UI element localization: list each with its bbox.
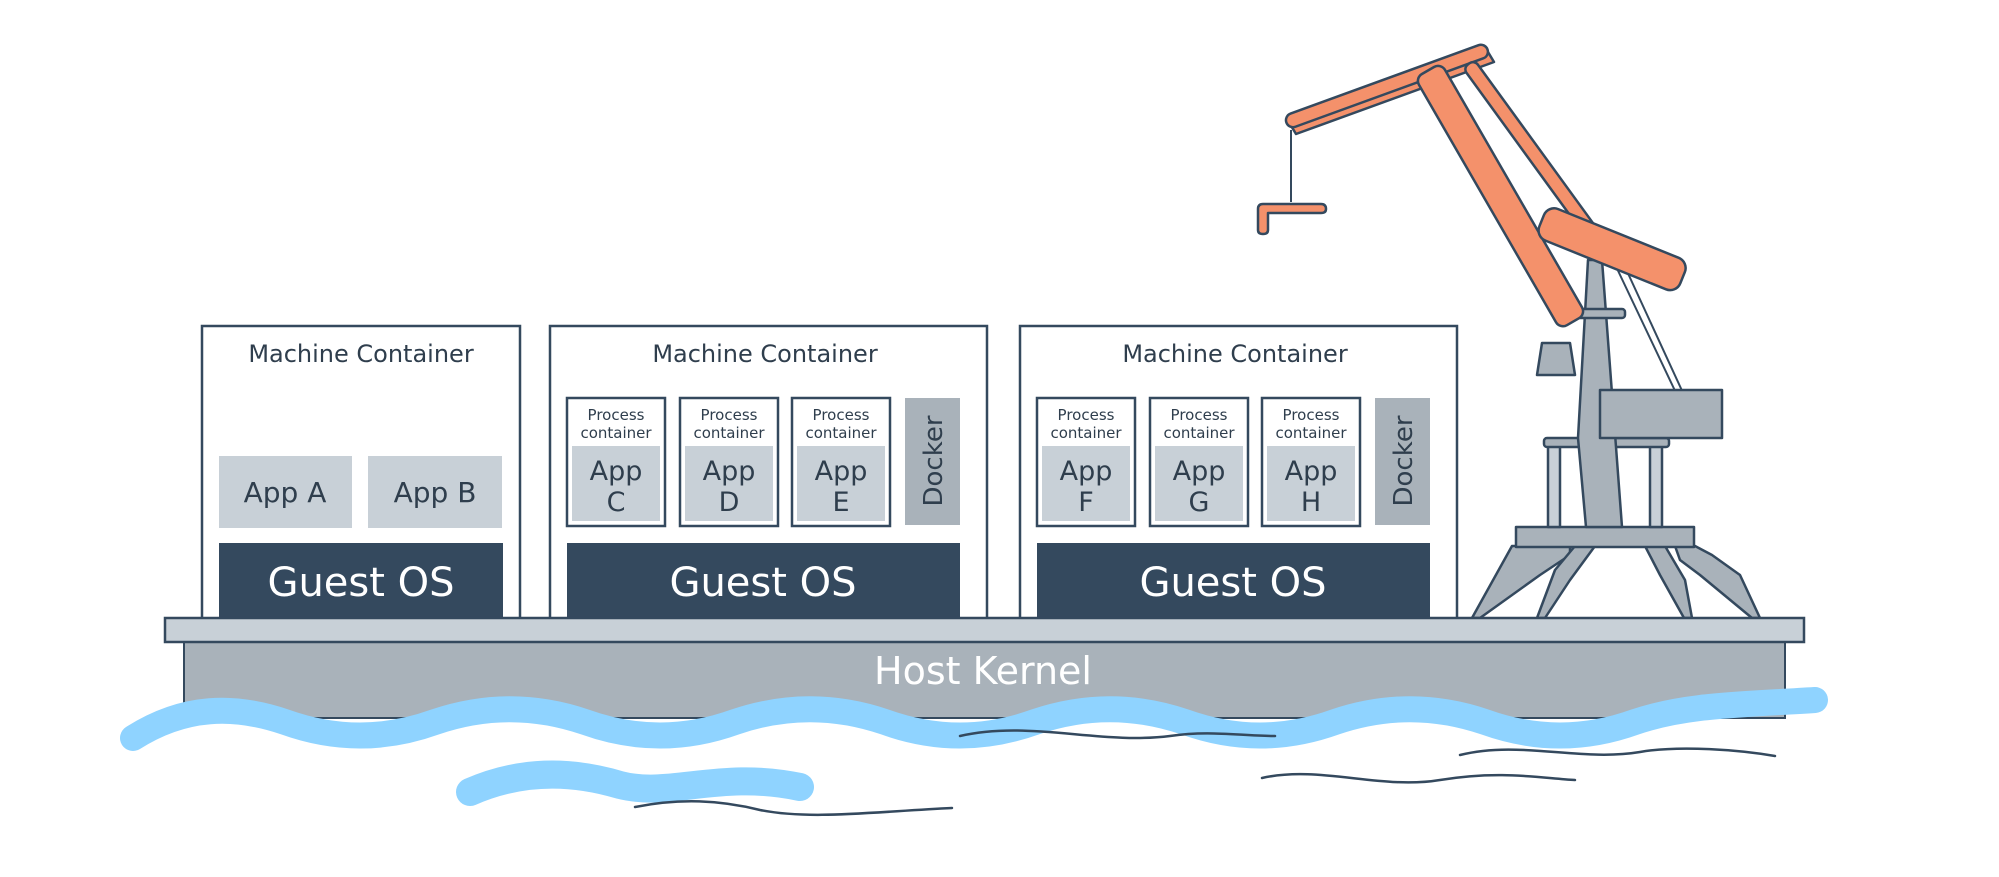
app-box [572, 446, 660, 521]
app-label: App [1285, 456, 1338, 487]
svg-text:container: container [1163, 424, 1235, 442]
ripple-line [1458, 747, 1777, 758]
machine-container-title: Machine Container [652, 340, 878, 368]
machine-container-3: Machine Container Process container App … [1018, 324, 1459, 622]
process-container: Process container App G [1148, 396, 1250, 528]
ripple-line [1260, 772, 1577, 784]
app-label: C [607, 487, 626, 518]
svg-text:Process: Process [1171, 406, 1228, 424]
app-box [1267, 446, 1355, 521]
guest-os-block [567, 543, 960, 620]
app-label: G [1189, 487, 1210, 518]
app-label: D [719, 487, 740, 518]
ripple-line [958, 729, 1277, 740]
water [120, 687, 1828, 817]
crane-tie-rod [1611, 257, 1678, 396]
app-box [797, 446, 885, 521]
docker-label: Docker [919, 415, 949, 506]
barge-deck [163, 616, 1806, 644]
crane-column-right [1648, 443, 1664, 529]
svg-text:Process: Process [813, 406, 870, 424]
svg-text:container: container [580, 424, 652, 442]
process-container: Process container App D [678, 396, 780, 528]
guest-os-label: Guest OS [1139, 560, 1326, 606]
app-label: App [815, 456, 868, 487]
process-container: Process container App H [1260, 396, 1362, 528]
app-label: App [703, 456, 756, 487]
process-container: Process container App E [790, 396, 892, 528]
app-label: App B [394, 476, 477, 509]
app-box [1042, 446, 1130, 521]
svg-text:container: container [1050, 424, 1122, 442]
docker-label: Docker [1389, 415, 1419, 506]
svg-text:Process: Process [588, 406, 645, 424]
app-label: F [1078, 487, 1094, 518]
crane-counterweight [1537, 207, 1687, 292]
host-kernel-label: Host Kernel [874, 649, 1092, 693]
guest-os-label: Guest OS [267, 560, 454, 606]
app-label: App [1173, 456, 1226, 487]
svg-text:container: container [1275, 424, 1347, 442]
guest-os-block [1037, 543, 1430, 620]
app-box [1155, 446, 1243, 521]
machine-container-title: Machine Container [248, 340, 474, 368]
machine-container-2: Machine Container Process container App … [548, 324, 989, 622]
docker-bar [905, 398, 960, 525]
svg-text:Process: Process [1283, 406, 1340, 424]
crane-hook [1256, 202, 1328, 236]
app-box [685, 446, 773, 521]
svg-text:Process: Process [701, 406, 758, 424]
docker-bar [1375, 398, 1430, 525]
ripple-line [633, 800, 954, 817]
guest-os-label: Guest OS [669, 560, 856, 606]
machine-container-1: Machine Container App A App B Guest OS [200, 324, 522, 622]
crane [1256, 43, 1762, 620]
guest-os-block [219, 543, 503, 620]
svg-text:container: container [693, 424, 765, 442]
app-label: H [1301, 487, 1321, 518]
process-container: Process container App C [565, 396, 667, 528]
water-wave-small [456, 760, 814, 806]
app-label: App [1060, 456, 1113, 487]
crane-fin [1535, 341, 1577, 377]
crane-boom [1416, 64, 1585, 328]
host-barge: Host Kernel [163, 616, 1806, 719]
app-label: E [832, 487, 849, 518]
app-label: App A [244, 476, 327, 509]
crane-column-left [1546, 443, 1562, 529]
app-box [368, 456, 502, 528]
svg-text:container: container [805, 424, 877, 442]
app-box [219, 456, 352, 528]
crane-cab [1598, 388, 1724, 440]
process-container: Process container App F [1035, 396, 1137, 528]
svg-text:Process: Process [1058, 406, 1115, 424]
app-label: App [590, 456, 643, 487]
machine-container-title: Machine Container [1122, 340, 1348, 368]
crane-platform [1514, 525, 1696, 549]
